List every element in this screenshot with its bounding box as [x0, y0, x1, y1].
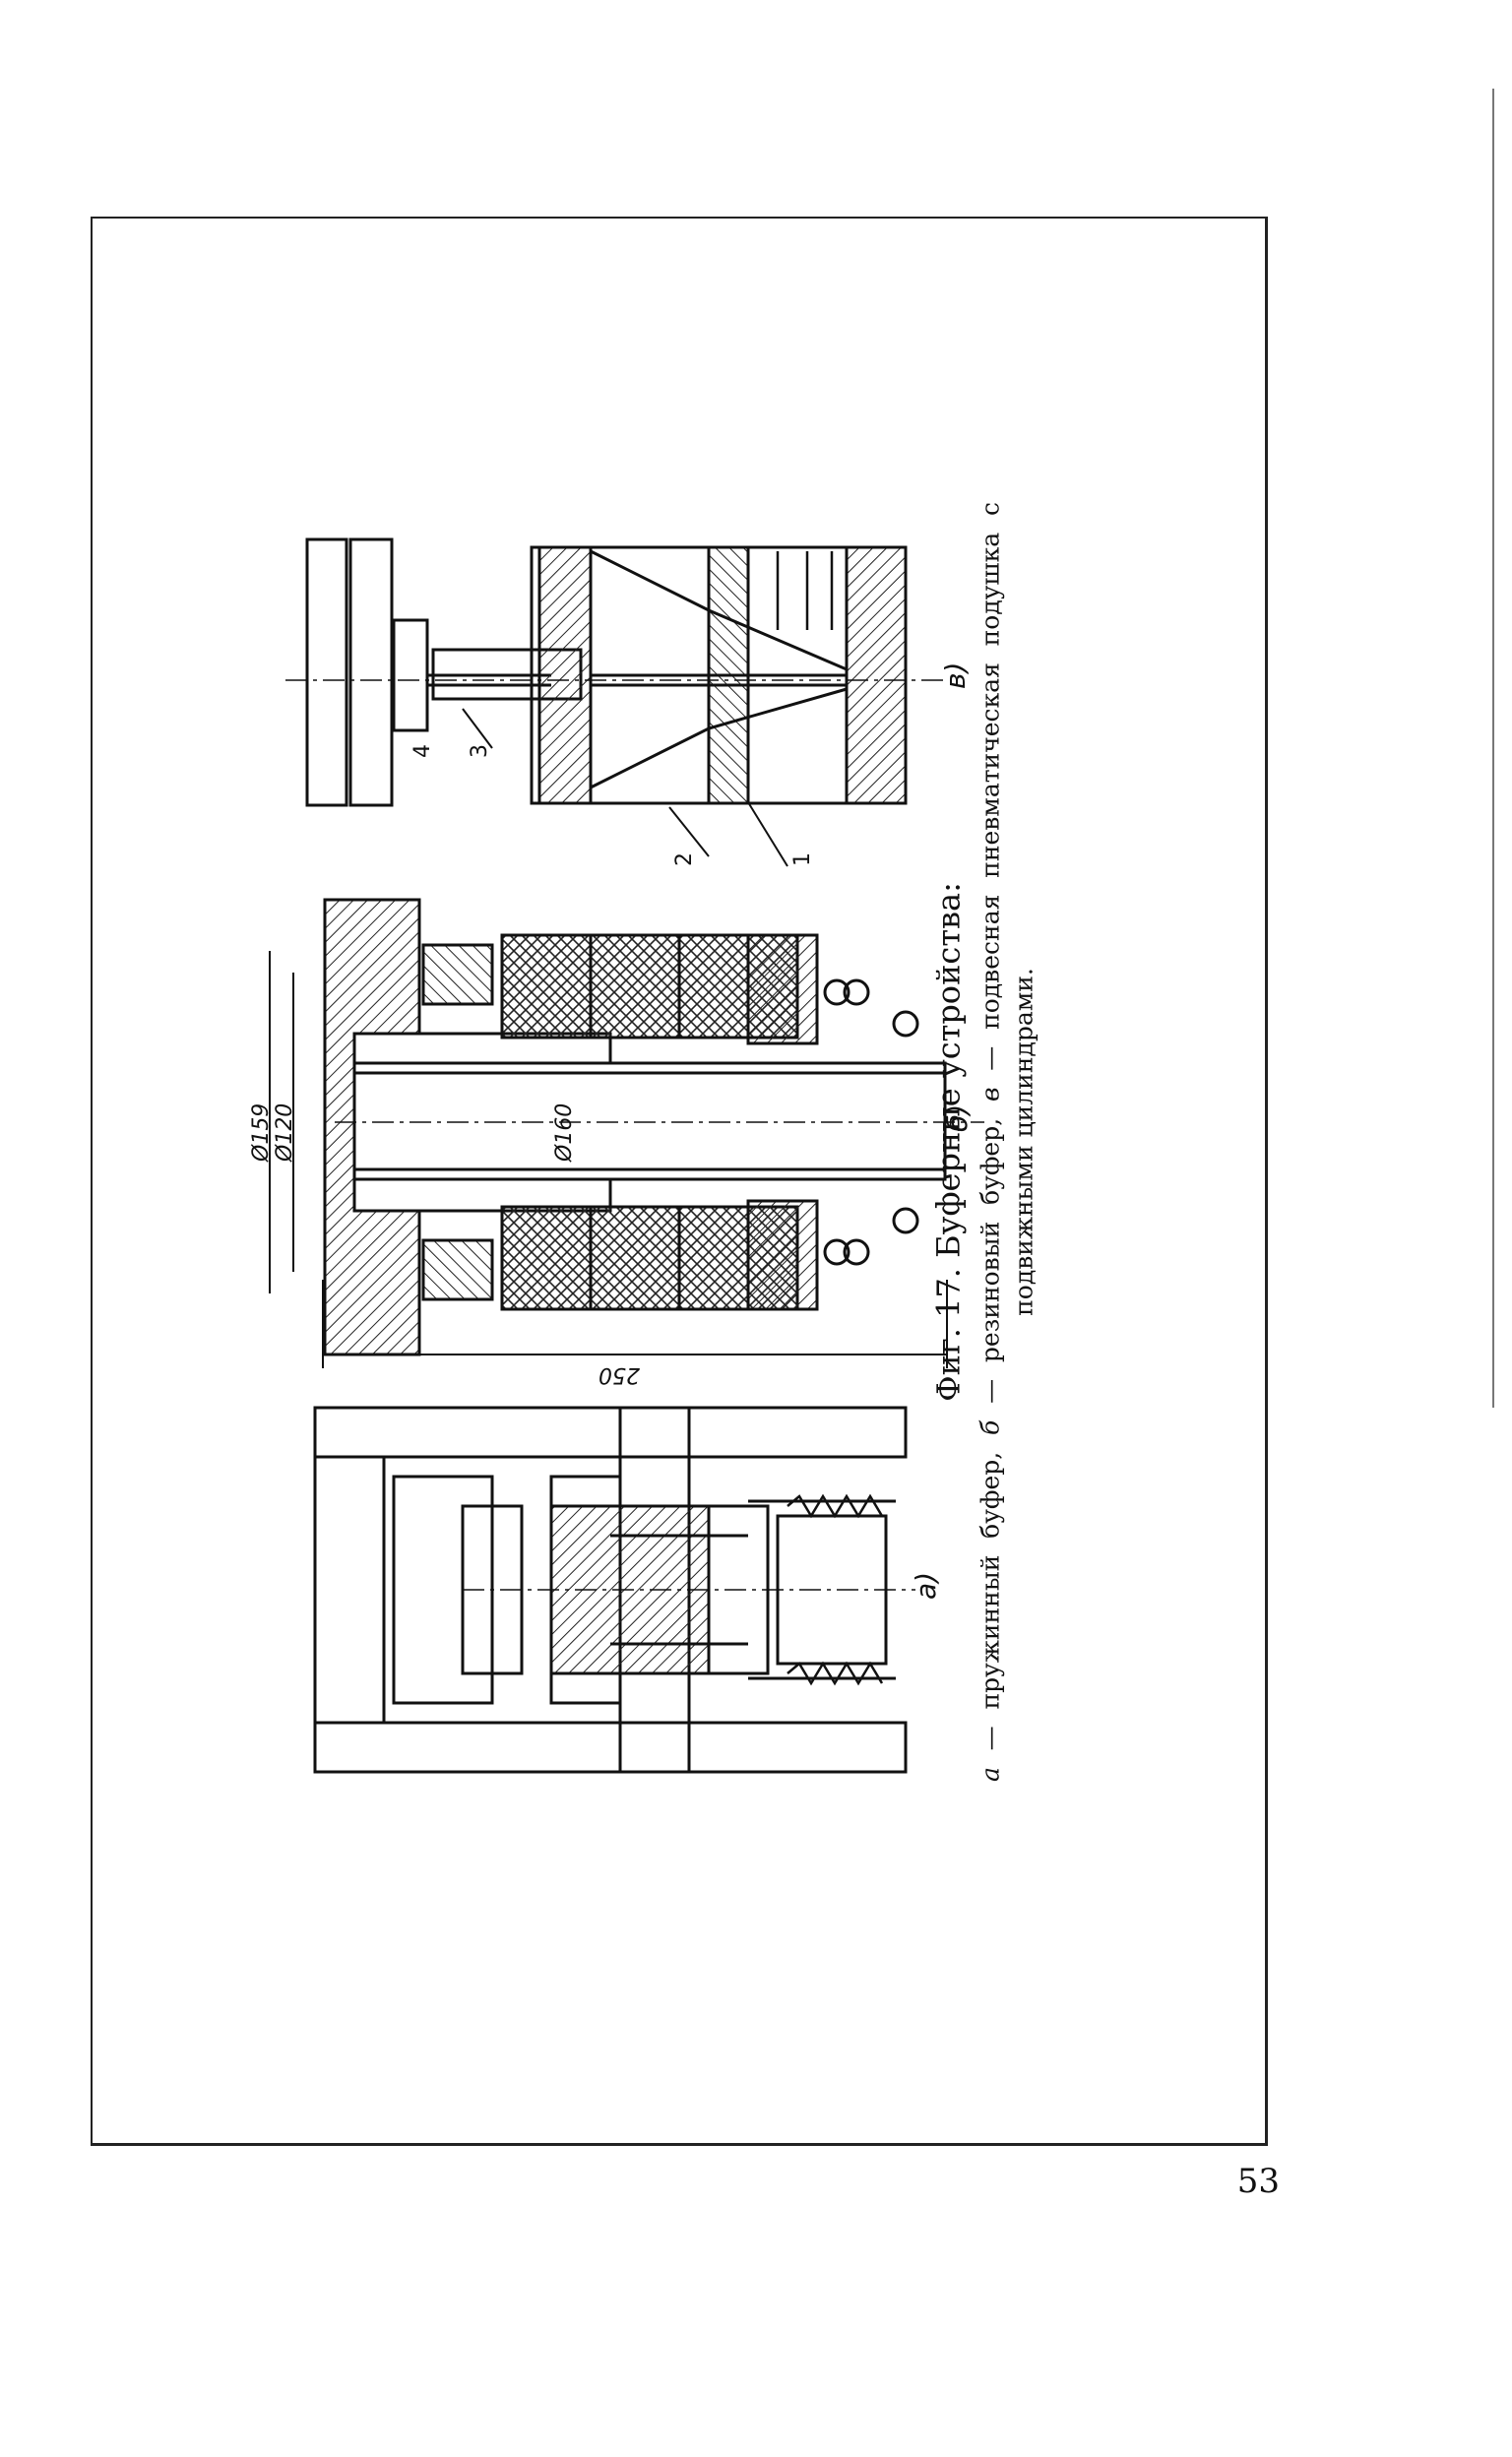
dimension-d160: Ø160 [552, 1103, 577, 1163]
caption-letter-b: б [976, 1419, 1005, 1435]
panel-pneumatic-cushion [285, 537, 945, 867]
figure-description: а — пружинный буфер, б — резиновый буфер… [975, 502, 1041, 1782]
panel-label-b: б) [941, 1104, 974, 1132]
dimension-d159: Ø159 [249, 1103, 274, 1163]
panel-spring-buffer [313, 1406, 915, 1774]
caption-letter-c: в [976, 1087, 1005, 1102]
caption-letter-a: а [976, 1767, 1005, 1782]
figure-frame [91, 217, 1268, 2146]
callout-2: 2 [672, 852, 697, 866]
panel-label-c: в) [939, 662, 972, 689]
page-number: 53 [1236, 2162, 1280, 2201]
panel-label-a: а) [910, 1572, 942, 1600]
dimension-250: 250 [598, 1362, 640, 1387]
caption-text-a: — пружинный буфер, [976, 1434, 1005, 1768]
figure-caption: Фиг. 17. Буферные устройства: а — пружин… [928, 502, 1041, 1782]
callout-3: 3 [468, 744, 492, 758]
callout-4: 4 [410, 744, 435, 758]
page-edge-line [1492, 89, 1494, 1408]
panel-rubber-buffer [269, 898, 984, 1368]
caption-text-b: — резиновый буфер, [976, 1102, 1005, 1420]
figure-title: Фиг. 17. Буферные устройства: [929, 882, 968, 1402]
dimension-d120: Ø120 [273, 1103, 297, 1163]
callout-1: 1 [790, 852, 815, 866]
